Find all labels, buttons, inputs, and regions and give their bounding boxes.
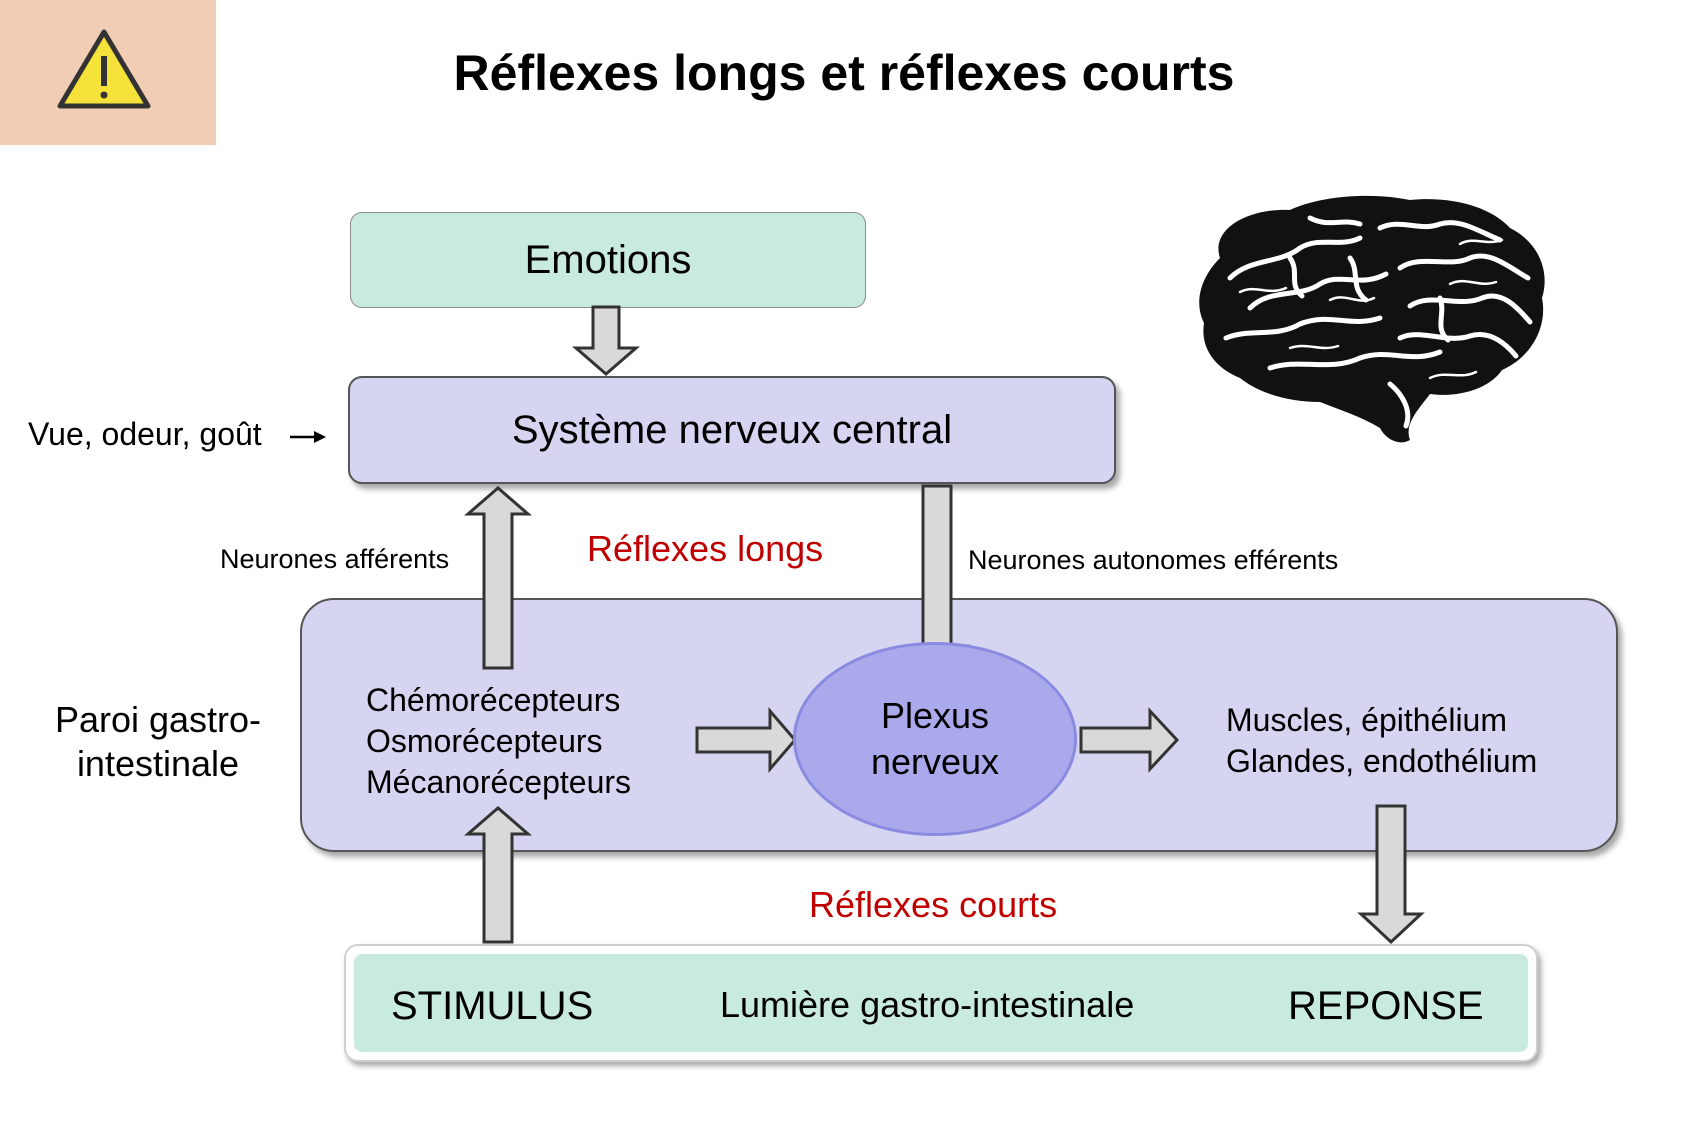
receptor-osmo: Osmorécepteurs — [366, 723, 603, 759]
arrow-senses-to-snc — [290, 431, 326, 443]
plexus-label-line1: Plexus — [880, 695, 990, 736]
nerve-plexus: Plexus nerveux — [793, 642, 1077, 836]
short-reflexes-label: Réflexes courts — [809, 884, 1058, 925]
brain-icon — [1199, 195, 1545, 443]
lumen-label: Lumière gastro-intestinale — [720, 984, 1135, 1025]
emotions-label: Emotions — [524, 237, 692, 282]
central-nervous-system-box: Système nerveux central — [348, 376, 1116, 484]
arrow-afferent-up — [463, 486, 533, 670]
arrow-stimulus-up — [463, 806, 533, 944]
response-label: REPONSE — [1288, 984, 1484, 1028]
stimulus-label: STIMULUS — [391, 984, 594, 1028]
lumen-box — [354, 954, 1528, 1052]
arrow-plexus-to-effectors — [1079, 707, 1180, 773]
receptor-chemo: Chémorécepteurs — [366, 682, 621, 718]
plexus-label-line2: nerveux — [870, 741, 1000, 782]
arrow-receptors-to-plexus — [695, 706, 797, 774]
gi-wall-label-line2: intestinale — [76, 743, 240, 784]
gi-wall-label: Paroi gastro- intestinale — [48, 698, 268, 786]
page-title: Réflexes longs et réflexes courts — [453, 45, 1235, 101]
effectors-list: Muscles, épithélium Glandes, endothélium — [1226, 700, 1537, 782]
arrow-emotions-to-snc — [571, 305, 641, 376]
arrow-effectors-to-response — [1357, 804, 1425, 945]
efferent-neurons-label: Neurones autonomes efférents — [968, 545, 1339, 575]
receptors-list: Chémorécepteurs Osmorécepteurs Mécanoréc… — [366, 680, 631, 803]
senses-label: Vue, odeur, goût — [28, 416, 262, 452]
snc-label: Système nerveux central — [511, 407, 953, 452]
warning-panel — [0, 0, 216, 145]
receptor-mechano: Mécanorécepteurs — [366, 764, 632, 800]
effector-glands: Glandes, endothélium — [1226, 743, 1538, 779]
gi-wall-label-line1: Paroi gastro- — [54, 699, 262, 740]
afferent-neurons-label: Neurones afférents — [220, 544, 450, 574]
effector-muscles: Muscles, épithélium — [1226, 702, 1507, 738]
long-reflexes-label: Réflexes longs — [587, 528, 824, 569]
warning-triangle-icon — [57, 29, 151, 109]
